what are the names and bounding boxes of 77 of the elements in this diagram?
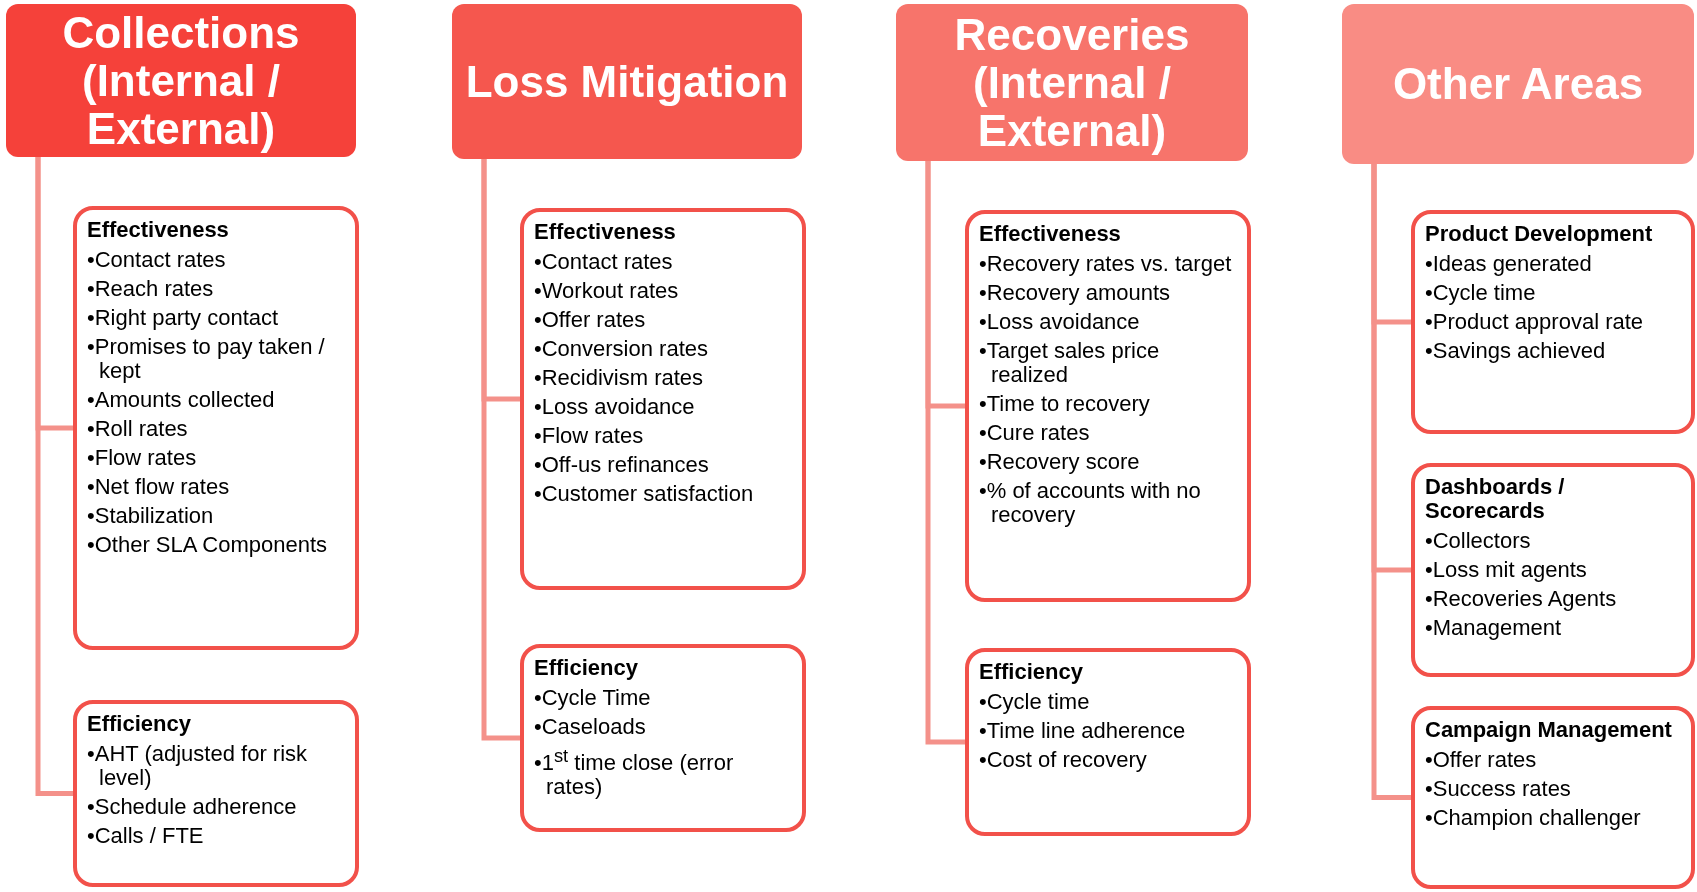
metric-card	[520, 644, 806, 832]
bullet-item: •Recovery amounts	[979, 281, 1172, 305]
connector-line	[1371, 164, 1411, 800]
metric-card	[965, 648, 1251, 836]
header-title: Other Areas	[1392, 60, 1644, 108]
bullet-item: •Loss mit agents	[1425, 558, 1588, 582]
bullet-item: •Recovery rates vs. target	[979, 252, 1233, 276]
bullet-item: •Reach rates	[87, 277, 215, 301]
card-heading: Campaign Management	[1425, 718, 1673, 742]
bullet-item: •Net flow rates	[87, 475, 231, 499]
bullet-item: •Stabilization	[87, 504, 215, 528]
bullet-item: •Product approval rate	[1425, 310, 1645, 334]
bullet-item: •Other SLA Components	[87, 533, 329, 557]
bullet-item: •Champion challenger	[1425, 806, 1642, 830]
bullet-item: •Offer rates	[534, 308, 647, 332]
card-heading: Effectiveness	[87, 218, 230, 242]
bullet-item: •Loss avoidance	[534, 395, 696, 419]
bullet-item: •Contact rates	[534, 250, 674, 274]
bullet-item: •Target sales price realized	[979, 339, 1161, 387]
bullet-item: •Conversion rates	[534, 337, 709, 361]
metric-card	[73, 206, 359, 650]
bullet-item: •Collectors	[1425, 529, 1532, 553]
bullet-item: •Schedule adherence	[87, 795, 298, 819]
connector-line	[481, 159, 520, 741]
metric-card	[73, 700, 359, 887]
bullet-item: •Caseloads	[534, 715, 647, 739]
header-title: Recoveries (Internal / External)	[953, 10, 1191, 155]
bullet-item: •Time line adherence	[979, 719, 1187, 743]
header-box	[1342, 4, 1694, 164]
bullet-item: •Management	[1425, 616, 1563, 640]
header-title: Collections (Internal / External)	[61, 8, 301, 153]
bullet-item: •Cost of recovery	[979, 748, 1148, 772]
card-heading: Product Development	[1425, 222, 1654, 246]
card-heading: Effectiveness	[979, 222, 1122, 246]
metric-card	[965, 210, 1251, 602]
card-heading: Efficiency	[979, 660, 1084, 684]
metric-card	[1411, 706, 1695, 889]
bullet-item: •Savings achieved	[1425, 339, 1607, 363]
bullet-item: •Cure rates	[979, 421, 1091, 445]
bullet-item: •Time to recovery	[979, 392, 1151, 416]
bullet-item: •Customer satisfaction	[534, 482, 755, 506]
header-title: Loss Mitigation	[465, 57, 789, 106]
bullet-item: •Success rates	[1425, 777, 1572, 801]
card-heading: Dashboards / Scorecards	[1425, 475, 1566, 523]
bullet-item: •Loss avoidance	[979, 310, 1141, 334]
bullet-item: •Workout rates	[534, 279, 680, 303]
connector-line	[35, 157, 73, 796]
bullet-item: •Recidivism rates	[534, 366, 705, 390]
metric-card	[520, 208, 806, 590]
bullet-item: •Calls / FTE	[87, 824, 205, 848]
bullet-item: •Flow rates	[87, 446, 198, 470]
bullet-item: •Promises to pay taken / kept	[87, 335, 326, 383]
bullet-item: •1$^{st}$ time close (error rates)	[534, 744, 735, 800]
card-heading: Effectiveness	[534, 220, 677, 244]
bullet-item: •Roll rates	[87, 417, 189, 441]
metric-card	[1411, 210, 1695, 434]
bullet-item: •AHT (adjusted for risk level)	[87, 742, 309, 790]
bullet-item: •Cycle time	[1425, 281, 1537, 305]
bullet-item: •Offer rates	[1425, 748, 1538, 772]
header-box	[896, 4, 1248, 161]
header-box	[6, 4, 356, 157]
header-box	[452, 4, 802, 159]
bullet-item: •% of accounts with no recovery	[979, 479, 1202, 527]
bullet-item: •Ideas generated	[1425, 252, 1593, 276]
bullet-item: •Flow rates	[534, 424, 645, 448]
bullet-item: •Recovery score	[979, 450, 1141, 474]
bullet-item: •Recoveries Agents	[1425, 587, 1618, 611]
bullet-item: •Cycle time	[979, 690, 1091, 714]
metric-card	[1411, 463, 1695, 677]
card-heading: Efficiency	[87, 712, 192, 736]
bullet-item: •Amounts collected	[87, 388, 276, 412]
bullet-item: •Contact rates	[87, 248, 227, 272]
bullet-item: •Cycle Time	[534, 686, 652, 710]
card-heading: Efficiency	[534, 656, 639, 680]
bullet-item: •Right party contact	[87, 306, 280, 330]
bullet-item: •Off-us refinances	[534, 453, 710, 477]
connector-line	[925, 161, 965, 745]
